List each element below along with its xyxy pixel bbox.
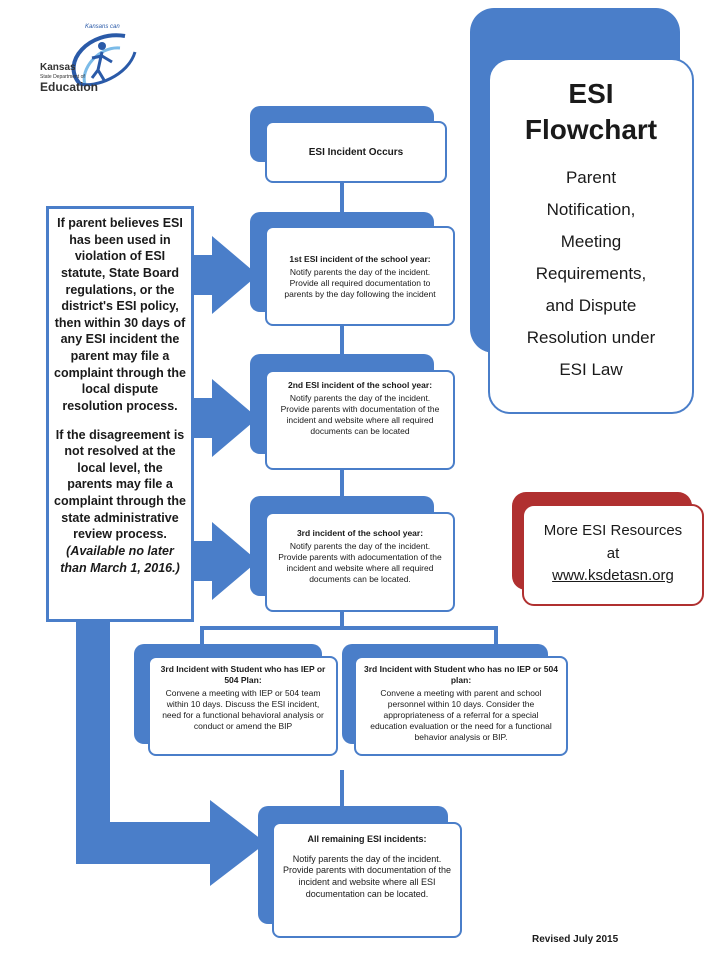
subtitle-line: Resolution under — [526, 328, 656, 347]
ksde-logo: Kansans can Kansas State Department of E… — [40, 22, 140, 104]
resources-line1: More ESI Resources — [543, 522, 683, 539]
subtitle: Parent Notification, Meeting Requirement… — [490, 162, 692, 386]
third-no-iep-box: 3rd Incident with Student who has no IEP… — [354, 656, 568, 756]
third-iep-body: Convene a meeting with IEP or 504 team w… — [162, 688, 324, 732]
third-iep-box: 3rd Incident with Student who has IEP or… — [148, 656, 338, 756]
third-no-iep-body: Convene a meeting with parent and school… — [370, 688, 552, 743]
dispute-sidebar: If parent believes ESI has been used in … — [46, 206, 194, 622]
resources-link[interactable]: www.ksdetasn.org — [552, 567, 674, 584]
logo-swoosh-icon — [71, 33, 137, 87]
first-incident-title: 1st ESI incident of the school year: — [289, 254, 431, 264]
second-incident-body: Notify parents the day of the incident. … — [280, 393, 440, 437]
sidebar-note: (Available no later than March 1, 2016.) — [60, 543, 180, 575]
first-incident-box: 1st ESI incident of the school year: Not… — [265, 226, 455, 326]
title-line1: ESI — [568, 78, 614, 109]
third-iep-title: 3rd Incident with Student who has IEP or… — [160, 664, 326, 686]
logo-tagline: Kansans can — [85, 24, 120, 30]
resources-line2: at — [606, 544, 620, 562]
revised-date: Revised July 2015 — [532, 934, 619, 945]
subtitle-line: Requirements, — [535, 264, 647, 283]
start-label: ESI Incident Occurs — [308, 146, 404, 158]
subtitle-line: Meeting — [560, 232, 622, 251]
remaining-body: Notify parents the day of the incident. … — [282, 853, 452, 899]
third-incident-title: 3rd incident of the school year: — [296, 528, 424, 538]
first-incident-body: Notify parents the day of the incident. … — [284, 267, 436, 300]
logo-education: Education — [40, 80, 99, 94]
third-no-iep-title: 3rd Incident with Student who has no IEP… — [364, 664, 558, 686]
remaining-title: All remaining ESI incidents: — [307, 834, 427, 844]
sidebar-para-state: If the disagreement is not resolved at t… — [54, 427, 186, 542]
subtitle-line: Notification, — [546, 200, 636, 219]
subtitle-line: Parent — [565, 168, 617, 187]
remaining-incidents-box: All remaining ESI incidents: Notify pare… — [272, 822, 462, 938]
logo-dept: State Department of — [40, 74, 85, 80]
start-box: ESI Incident Occurs — [265, 121, 447, 183]
title-card: ESI Flowchart Parent Notification, Meeti… — [488, 58, 694, 414]
subtitle-line: and Dispute — [545, 296, 637, 315]
second-incident-title: 2nd ESI incident of the school year: — [287, 380, 433, 390]
resources-box: More ESI Resources at www.ksdetasn.org — [522, 504, 704, 606]
title-line2: Flowchart — [524, 114, 658, 145]
third-incident-body: Notify parents the day of the incident. … — [278, 541, 442, 585]
subtitle-line: ESI Law — [559, 360, 623, 379]
sidebar-para-local: If parent believes ESI has been used in … — [54, 216, 186, 413]
logo-state: Kansas — [40, 62, 76, 73]
third-incident-box: 3rd incident of the school year: Notify … — [265, 512, 455, 612]
second-incident-box: 2nd ESI incident of the school year: Not… — [265, 370, 455, 470]
